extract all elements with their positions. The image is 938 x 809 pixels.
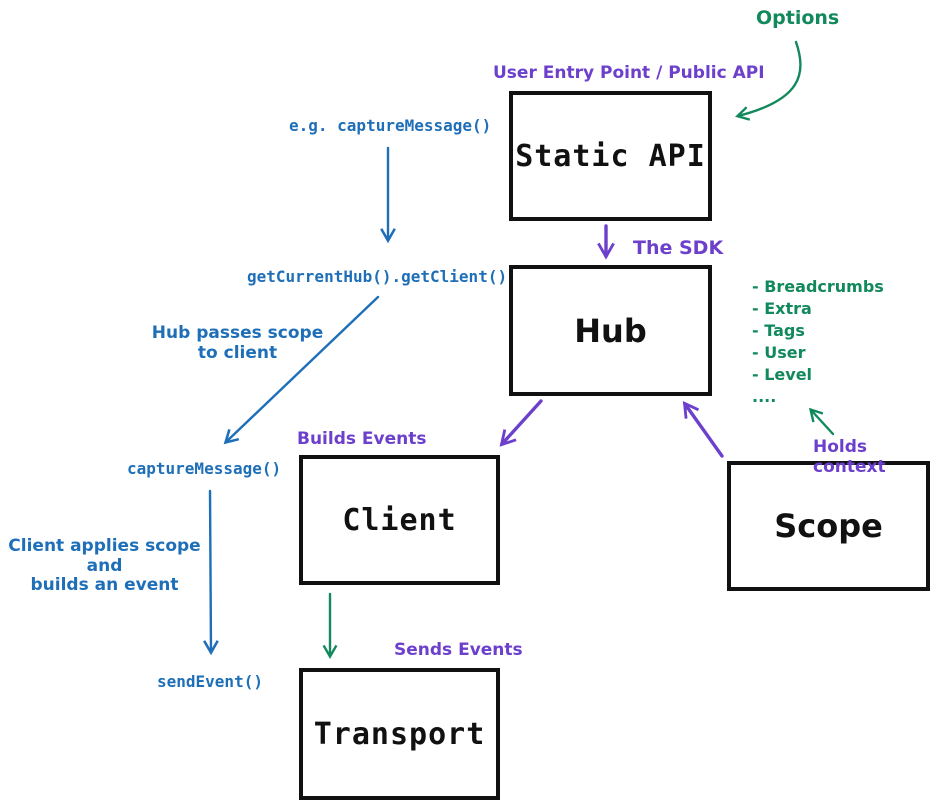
arrow-scope-to-hub [682,401,724,458]
arrow-holdscontext-to-list [808,407,835,436]
context-item-breadcrumbs: - Breadcrumbs [752,277,884,296]
static-api-caption: User Entry Point / Public API [493,63,765,83]
hub-passes-scope-note: Hub passes scope to client [151,323,324,363]
context-item-tags: - Tags [752,321,805,340]
client-caption: Builds Events [297,429,427,449]
capturemessage-code: captureMessage() [127,459,282,478]
context-item-level: - Level [752,365,813,384]
static-api-label: Static API [515,138,706,174]
client-label: Client [342,502,457,538]
scope-label: Scope [774,507,883,545]
context-item-user: - User [752,343,806,362]
arrow-options-to-staticapi [735,40,802,121]
client-box: Client [299,455,500,585]
arrow-getcurrenthub-to-capturemessage [223,295,380,445]
context-item-extra: - Extra [752,299,812,318]
sendevent-code: sendEvent() [157,672,263,691]
static-api-box: Static API [509,91,712,221]
getcurrenthub-code: getCurrentHub().getClient() [247,267,508,286]
scope-caption: Holds context [813,437,886,477]
scope-box: Scope [727,461,930,591]
transport-label: Transport [313,716,486,752]
arrow-hub-to-client [499,399,543,447]
hub-box: Hub [509,265,712,396]
hub-label: Hub [574,311,647,350]
scope-context-list: - Breadcrumbs - Extra - Tags - User - Le… [752,276,884,408]
transport-box: Transport [299,668,500,800]
arrow-capturemessage-to-sendevent [203,489,219,656]
hub-caption: The SDK [633,237,724,259]
eg-capturemessage-code: e.g. captureMessage() [289,116,492,135]
client-applies-scope-note: Client applies scope and builds an event [8,536,201,596]
options-annotation: Options [756,7,840,29]
transport-caption: Sends Events [394,640,523,660]
context-item-ellipsis: .... [752,387,777,406]
